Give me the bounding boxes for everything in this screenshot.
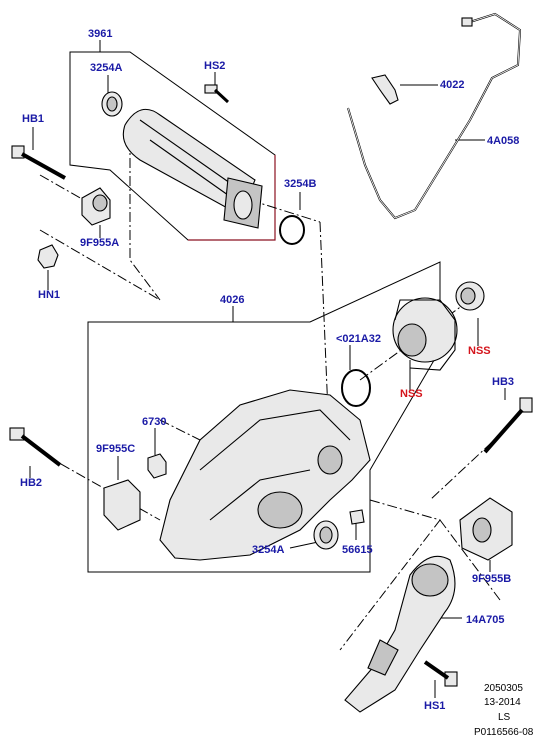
label-56615: 56615 — [342, 544, 373, 556]
bolt-hs2 — [204, 84, 230, 104]
centerline-hb3 — [429, 429, 506, 501]
leader-3254a-bottom — [289, 541, 319, 549]
label-4a058: 4A058 — [487, 135, 520, 147]
differential-housing-4026 — [159, 389, 371, 561]
nut-hn1 — [37, 244, 59, 269]
label-3254a-top: 3254A — [90, 62, 123, 74]
label-hb2: HB2 — [20, 477, 43, 489]
label-4026: 4026 — [220, 294, 245, 306]
vent-tube-4a058 — [347, 12, 522, 220]
plug-6730 — [147, 453, 167, 479]
centerline-hs1 — [439, 519, 501, 601]
label-nss-1: NSS — [468, 345, 491, 357]
label-9f955a: 9F955A — [80, 237, 120, 249]
footer-ref-1: 2050305 — [484, 683, 523, 694]
bolt-hb1 — [11, 145, 66, 180]
centerline-hn1 — [39, 229, 161, 301]
label-6730: 6730 — [142, 416, 167, 428]
label-hb1: HB1 — [22, 113, 45, 125]
centerline-main — [129, 140, 161, 301]
label-9f955b: 9F955B — [472, 573, 512, 585]
bushing-9f955c — [103, 479, 141, 531]
centerline-6730 — [159, 419, 201, 441]
ring-021a32 — [341, 369, 371, 407]
o-ring-3254b — [279, 215, 305, 245]
centerline-tube — [249, 199, 321, 223]
footer-ref-4: P0116566-08 — [474, 727, 534, 738]
bushing-9f955a — [81, 187, 111, 226]
footer-ref-2: 13-2014 — [484, 697, 521, 708]
accent-frame-3961 — [188, 155, 276, 241]
label-3961: 3961 — [88, 28, 113, 40]
label-hs1: HS1 — [424, 700, 446, 712]
plug-56615 — [349, 509, 365, 525]
flange-nss — [392, 297, 458, 371]
label-hn1: HN1 — [38, 289, 61, 301]
label-hb3: HB3 — [492, 376, 515, 388]
label-9f955c: 9F955C — [96, 443, 136, 455]
connector-4022 — [371, 74, 399, 105]
bushing-9f955b — [459, 497, 513, 561]
bolt-hb3 — [483, 397, 533, 454]
label-14a705: 14A705 — [466, 614, 505, 626]
bracket-14a705 — [344, 555, 456, 713]
centerline-hb2 — [44, 454, 161, 521]
extension-tube-3961 — [122, 108, 263, 229]
footer-ref-3: LS — [498, 712, 511, 723]
group-frame-4026 — [87, 261, 441, 573]
label-4022: 4022 — [440, 79, 465, 91]
label-3254b: 3254B — [284, 178, 317, 190]
label-hs2: HS2 — [204, 60, 226, 72]
label-021a32: <021A32 — [336, 333, 381, 345]
seal-3254a-bottom — [313, 520, 339, 550]
seal-nss — [455, 281, 485, 311]
bolt-hb2 — [9, 427, 62, 467]
label-nss-2: NSS — [400, 388, 423, 400]
bolt-hs1 — [423, 660, 458, 687]
label-3254a-bottom: 3254A — [252, 544, 285, 556]
seal-3254a-top — [101, 91, 123, 117]
